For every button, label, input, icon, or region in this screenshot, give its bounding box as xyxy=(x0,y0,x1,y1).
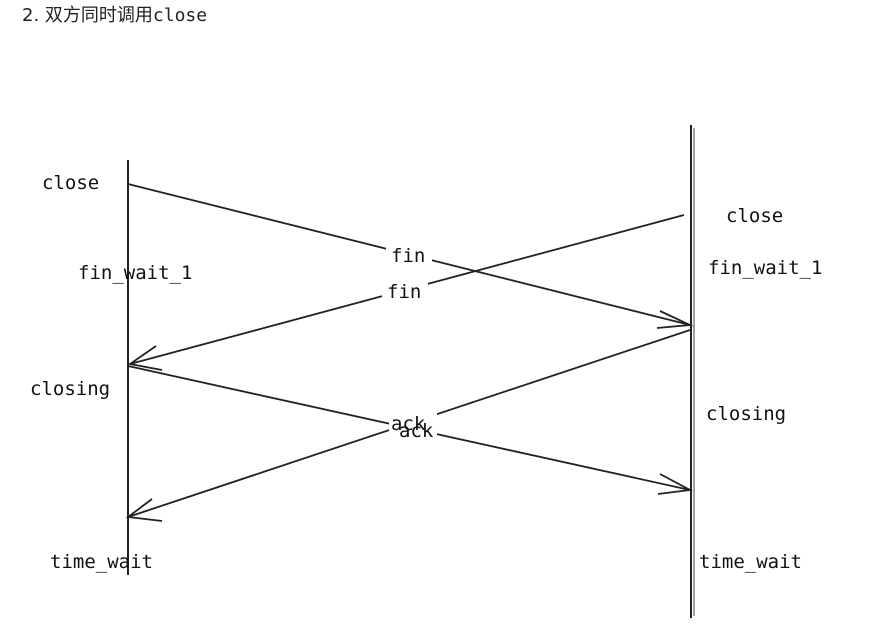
left-state-fin-wait-1: fin_wait_1 xyxy=(78,262,192,284)
heading-number: 2. xyxy=(22,5,40,26)
right-state-closing: closing xyxy=(706,403,786,425)
page-heading: 2. 双方同时调用close xyxy=(22,1,207,27)
msg-label-ack-2: ack xyxy=(399,420,434,442)
msg-label-bg-1 xyxy=(386,242,432,266)
heading-code: close xyxy=(152,5,208,26)
msg-label-bg-2 xyxy=(382,278,428,302)
msg-arrowhead-fin-left-to-right xyxy=(656,310,694,329)
left-state-close: close xyxy=(42,172,99,194)
msg-label-fin-2: fin xyxy=(387,281,421,303)
left-state-closing: closing xyxy=(30,378,110,400)
heading-text: 双方同时调用 xyxy=(44,5,153,26)
right-state-close: close xyxy=(726,205,783,227)
msg-label-ack-1: ack xyxy=(391,413,426,435)
right-state-fin-wait-1: fin_wait_1 xyxy=(708,257,822,279)
msg-arrowhead-fin-right-to-left xyxy=(127,345,163,371)
msg-arrowhead-ack-right-to-left xyxy=(125,498,163,522)
msg-label-fin-1: fin xyxy=(391,245,425,267)
left-state-time-wait: time_wait xyxy=(50,551,153,573)
right-state-time-wait: time_wait xyxy=(699,551,802,573)
msg-label-bg-3 xyxy=(389,412,437,440)
msg-arrowhead-ack-left-to-right xyxy=(657,473,693,495)
